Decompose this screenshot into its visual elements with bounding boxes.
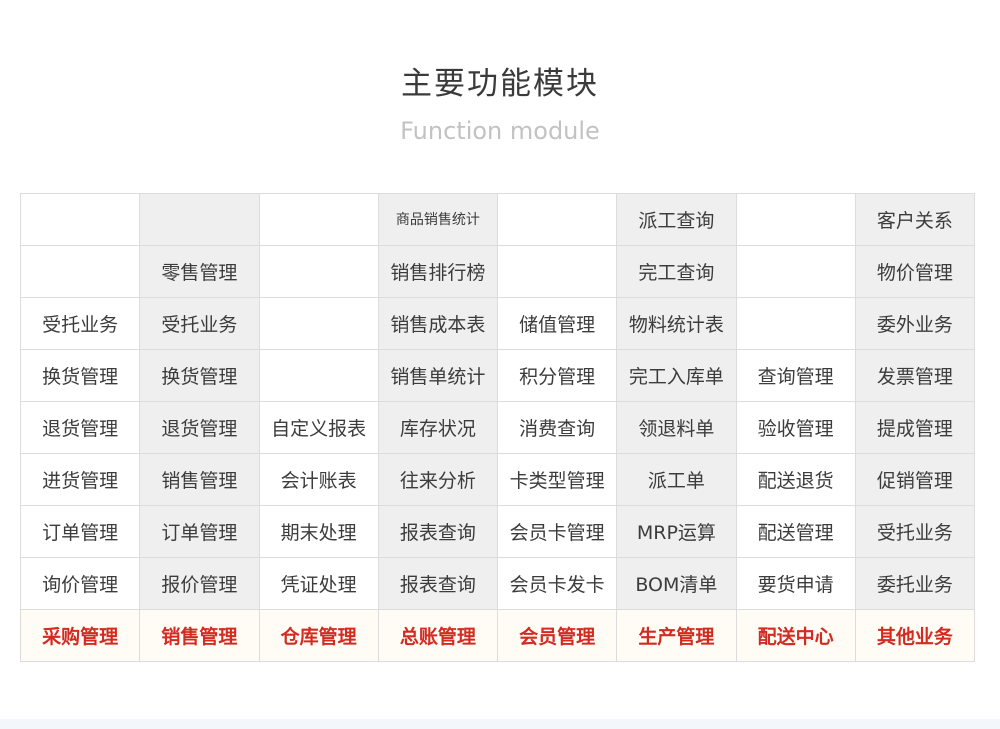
grid-row: 进货管理销售管理会计账表往来分析卡类型管理派工单配送退货促销管理	[19, 453, 976, 506]
module-cell: 进货管理	[19, 453, 141, 506]
grid-row: 退货管理退货管理自定义报表库存状况消费查询领退料单验收管理提成管理	[19, 401, 976, 454]
grid-row: 商品销售统计 派工查询 客户关系	[19, 193, 976, 246]
category-cell: 采购管理	[19, 609, 141, 662]
module-cell: 完工入库单	[616, 349, 737, 402]
module-cell: 会员卡发卡	[496, 557, 618, 610]
module-cell	[258, 297, 379, 350]
module-cell: 换货管理	[19, 349, 141, 402]
module-cell	[258, 349, 379, 402]
module-cell: 配送管理	[735, 505, 856, 558]
module-cell: 查询管理	[735, 349, 856, 402]
module-cell: 委外业务	[854, 297, 976, 350]
module-cell: 销售管理	[139, 453, 260, 506]
module-cell: 配送退货	[735, 453, 856, 506]
module-cell: 退货管理	[139, 401, 260, 454]
module-cell	[258, 193, 379, 246]
module-cell: 卡类型管理	[496, 453, 618, 506]
module-cell: 委托业务	[854, 557, 976, 610]
module-cell: 完工查询	[616, 245, 737, 298]
module-cell: 物价管理	[854, 245, 976, 298]
module-cell: 零售管理	[139, 245, 260, 298]
category-cell: 会员管理	[496, 609, 618, 662]
module-cell: 派工单	[616, 453, 737, 506]
module-cell: 销售单统计	[377, 349, 499, 402]
module-cell: 积分管理	[496, 349, 618, 402]
module-cell	[19, 245, 141, 298]
grid-row: 受托业务受托业务 销售成本表储值管理物料统计表 委外业务	[19, 297, 976, 350]
module-cell: 发票管理	[854, 349, 976, 402]
module-cell: 提成管理	[854, 401, 976, 454]
module-cell: 往来分析	[377, 453, 499, 506]
grid-row: 换货管理换货管理 销售单统计积分管理完工入库单查询管理发票管理	[19, 349, 976, 402]
grid-row: 零售管理 销售排行榜 完工查询 物价管理	[19, 245, 976, 298]
module-cell: 报表查询	[377, 557, 499, 610]
module-cell	[496, 193, 618, 246]
module-cell	[735, 297, 856, 350]
page-title: 主要功能模块	[401, 66, 599, 102]
module-cell: 消费查询	[496, 401, 618, 454]
module-cell: 商品销售统计	[377, 193, 499, 246]
bottom-band	[0, 719, 1000, 729]
module-cell: MRP运算	[616, 505, 737, 558]
category-cell: 总账管理	[377, 609, 499, 662]
module-cell: 销售排行榜	[377, 245, 499, 298]
module-cell: 凭证处理	[258, 557, 379, 610]
module-cell: 受托业务	[19, 297, 141, 350]
module-cell: 会员卡管理	[496, 505, 618, 558]
module-cell: 报表查询	[377, 505, 499, 558]
module-cell: 退货管理	[19, 401, 141, 454]
module-cell: 验收管理	[735, 401, 856, 454]
module-cell	[496, 245, 618, 298]
function-module-grid: 商品销售统计派工查询客户关系零售管理销售排行榜完工查询物价管理受托业务受托业务销…	[19, 193, 976, 662]
category-cell: 配送中心	[735, 609, 856, 662]
category-cell: 生产管理	[616, 609, 737, 662]
module-cell: 派工查询	[616, 193, 737, 246]
module-cell	[735, 245, 856, 298]
module-cell: 物料统计表	[616, 297, 737, 350]
module-cell: 库存状况	[377, 401, 499, 454]
module-cell: BOM清单	[616, 557, 737, 610]
module-cell: 订单管理	[19, 505, 141, 558]
module-cell	[735, 193, 856, 246]
module-cell: 报价管理	[139, 557, 260, 610]
module-cell	[258, 245, 379, 298]
category-cell: 其他业务	[854, 609, 976, 662]
module-cell: 领退料单	[616, 401, 737, 454]
category-row: 采购管理销售管理仓库管理总账管理会员管理生产管理配送中心其他业务	[19, 609, 976, 662]
page-subtitle: Function module	[400, 117, 600, 145]
module-cell: 自定义报表	[258, 401, 379, 454]
module-cell: 促销管理	[854, 453, 976, 506]
module-cell: 期末处理	[258, 505, 379, 558]
module-cell: 受托业务	[139, 297, 260, 350]
module-cell: 受托业务	[854, 505, 976, 558]
module-cell: 销售成本表	[377, 297, 499, 350]
module-cell: 会计账表	[258, 453, 379, 506]
module-cell: 换货管理	[139, 349, 260, 402]
module-cell	[19, 193, 141, 246]
module-cell: 储值管理	[496, 297, 618, 350]
category-cell: 仓库管理	[258, 609, 379, 662]
module-cell: 询价管理	[19, 557, 141, 610]
module-cell	[139, 193, 260, 246]
category-cell: 销售管理	[139, 609, 260, 662]
module-cell: 客户关系	[854, 193, 976, 246]
module-cell: 订单管理	[139, 505, 260, 558]
module-cell: 要货申请	[735, 557, 856, 610]
